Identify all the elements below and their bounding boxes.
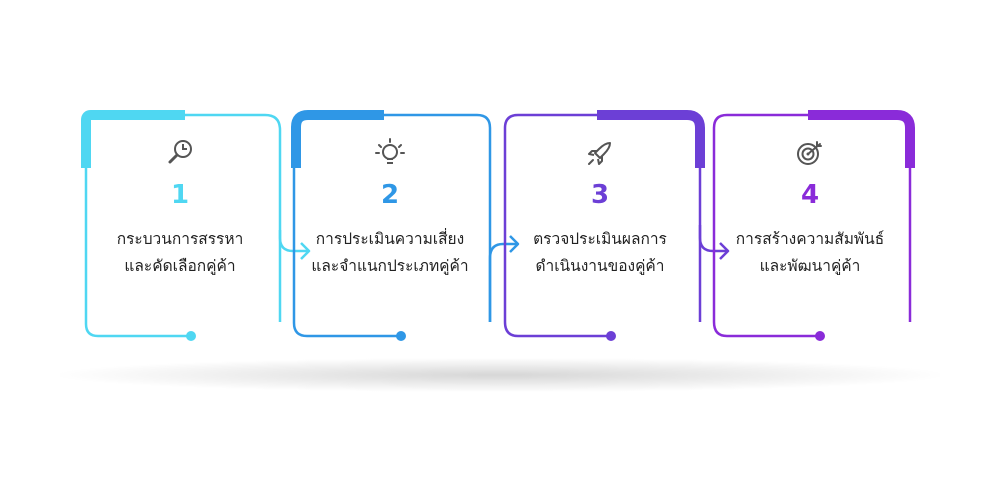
step-1-arrow-head <box>300 242 311 260</box>
step-2-label-line-2: และจำแนกประเภทคู่ค้า <box>311 257 469 275</box>
step-3-label-line-1: ตรวจประเมินผลการ <box>533 230 667 248</box>
step-2-end-dot <box>396 331 406 341</box>
step-4-tab <box>808 110 915 168</box>
step-1-bottom-line <box>84 170 191 338</box>
step-3-frame <box>503 113 597 322</box>
step-3-number: 3 <box>590 180 610 210</box>
step-4-frame <box>712 113 808 322</box>
step-3-label: ตรวจประเมินผลการ ดำเนินงานของคู่ค้า <box>500 226 700 280</box>
magnifier-clock-icon <box>80 136 280 170</box>
step-2-label: การประเมินความเสี่ยง และจำแนกประเภทคู่ค้… <box>290 226 490 280</box>
step-1-end-dot <box>186 331 196 341</box>
step-1-label-line-1: กระบวนการสรรหา <box>116 230 244 248</box>
step-4-end-dot <box>815 331 825 341</box>
step-1-label: กระบวนการสรรหา และคัดเลือกคู่ค้า <box>80 226 280 280</box>
step-3-end-dot <box>606 331 616 341</box>
step-3-bottom-line <box>503 321 611 338</box>
step-4-bottom-line <box>712 321 820 338</box>
step-4-label-line-1: การสร้างความสัมพันธ์ <box>735 230 885 248</box>
step-2-number: 2 <box>380 180 400 210</box>
step-2-arrow-head <box>509 235 520 253</box>
step-1-number: 1 <box>170 180 190 210</box>
step-4-label: การสร้างความสัมพันธ์ และพัฒนาคู่ค้า <box>710 226 910 280</box>
step-4-number: 4 <box>800 180 820 210</box>
step-2-frame <box>384 113 492 322</box>
step-3-tab <box>597 110 705 168</box>
step-1-label-line-2: และคัดเลือกคู่ค้า <box>124 257 236 275</box>
step-2-arrow-line <box>488 242 518 322</box>
step-2-label-line-1: การประเมินความเสี่ยง <box>315 230 465 248</box>
floor-shadow <box>60 358 940 392</box>
step-2-tab <box>291 110 384 168</box>
step-4-label-line-2: และพัฒนาคู่ค้า <box>759 257 861 275</box>
target-icon <box>710 136 910 170</box>
step-3-arrow-head <box>719 242 730 260</box>
step-3-label-line-2: ดำเนินงานของคู่ค้า <box>535 257 665 275</box>
lightbulb-idea-icon <box>290 136 490 170</box>
step-2-bottom-line <box>292 168 401 338</box>
step-1-tab <box>81 110 185 168</box>
rocket-icon <box>500 136 700 170</box>
